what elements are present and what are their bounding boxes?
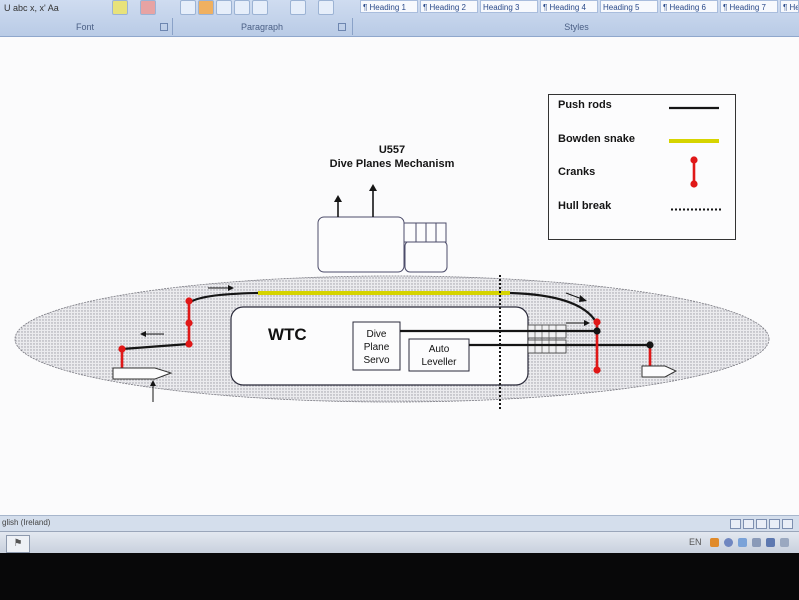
style-heading-4[interactable]: ¶ Heading 4 bbox=[540, 0, 598, 13]
legend-cranks-label: Cranks bbox=[558, 166, 596, 178]
border-icon[interactable] bbox=[290, 0, 306, 15]
tray-app-icon[interactable] bbox=[710, 538, 719, 547]
numbering-icon[interactable] bbox=[216, 0, 232, 15]
styles-group-label: Styles bbox=[564, 22, 589, 32]
font-formatting-tools[interactable]: U abc x, x' Aa bbox=[4, 3, 59, 13]
status-bar: glish (Ireland) bbox=[0, 515, 799, 532]
print-layout-icon[interactable] bbox=[730, 519, 741, 529]
legend-bowden-swatch bbox=[669, 139, 719, 143]
servo-label-line-2: Plane bbox=[364, 342, 390, 353]
tower-rail bbox=[403, 222, 447, 243]
full-screen-icon[interactable] bbox=[743, 519, 754, 529]
power-icon[interactable] bbox=[766, 538, 775, 547]
push-rod-bow bbox=[121, 342, 190, 351]
legend-bowden-snake-label: Bowden snake bbox=[558, 133, 636, 145]
wtc-label: WTC bbox=[268, 325, 307, 344]
arrow-right-top bbox=[228, 285, 234, 291]
style-heading-6[interactable]: ¶ Heading 6 bbox=[660, 0, 718, 13]
legend-push-rods-label: Push rods bbox=[558, 99, 612, 111]
ribbon-separator bbox=[352, 18, 353, 35]
ribbon-separator bbox=[172, 18, 173, 35]
bluetooth-icon[interactable] bbox=[724, 538, 733, 547]
shading-icon[interactable] bbox=[198, 0, 214, 15]
legend-crank-swatch bbox=[690, 156, 698, 188]
auto-leveller-box bbox=[408, 338, 470, 372]
web-layout-icon[interactable] bbox=[756, 519, 767, 529]
paragraph-dialog-launcher-icon[interactable] bbox=[338, 23, 346, 31]
align-right-icon[interactable] bbox=[252, 0, 268, 15]
monitor-bezel bbox=[0, 553, 799, 600]
legend-hull-break-label: Hull break bbox=[558, 200, 612, 212]
legend-hull-break-swatch bbox=[671, 208, 723, 211]
tower-deck bbox=[404, 240, 448, 273]
stern-dive-plane bbox=[641, 365, 678, 378]
bullets-icon[interactable] bbox=[180, 0, 196, 15]
conning-tower bbox=[317, 216, 405, 273]
language-indicator[interactable]: EN bbox=[689, 537, 702, 547]
leveller-label-line-2: Leveller bbox=[421, 357, 457, 368]
servo-label-line-1: Dive bbox=[366, 329, 386, 340]
show-desktop-icon[interactable] bbox=[780, 538, 789, 547]
highlight-color-icon[interactable] bbox=[112, 0, 128, 15]
legend-push-rod-swatch bbox=[669, 106, 719, 110]
document-page[interactable]: WTC Dive Plane Servo Auto Leveller bbox=[0, 37, 799, 515]
ribbon: U abc x, x' Aa ¶ Heading 1 ¶ Heading 2 H… bbox=[0, 0, 799, 37]
arrow-down-rear bbox=[579, 295, 587, 302]
taskbar: ⚑ EN bbox=[0, 531, 799, 554]
start-icon[interactable]: ⚑ bbox=[6, 535, 30, 553]
style-heading-3[interactable]: Heading 3 bbox=[480, 0, 538, 13]
font-color-icon[interactable] bbox=[140, 0, 156, 15]
dive-plane-servo-box bbox=[352, 321, 401, 371]
arrow-up-bow-plane bbox=[150, 380, 156, 386]
network-icon[interactable] bbox=[738, 538, 747, 547]
style-heading-8[interactable]: ¶ He bbox=[780, 0, 799, 13]
diagram-title-line-1: U557 bbox=[379, 144, 405, 156]
bow-dive-plane bbox=[112, 367, 173, 380]
font-group-label: Font bbox=[75, 22, 94, 32]
align-center-icon[interactable] bbox=[234, 0, 250, 15]
style-heading-1[interactable]: ¶ Heading 1 bbox=[360, 0, 418, 13]
servo-label-line-3: Servo bbox=[363, 355, 390, 366]
draft-view-icon[interactable] bbox=[782, 519, 793, 529]
arrow-right-rear bbox=[584, 320, 590, 326]
legend-box: Push rods Bowden snake Cranks Hull break bbox=[548, 94, 736, 240]
status-language[interactable]: glish (Ireland) bbox=[2, 518, 51, 527]
paragraph-group-label: Paragraph bbox=[240, 22, 284, 32]
font-dialog-launcher-icon[interactable] bbox=[160, 23, 168, 31]
diagram-title-line-2: Dive Planes Mechanism bbox=[330, 158, 455, 170]
push-rod-rear-top bbox=[509, 291, 597, 323]
style-heading-5[interactable]: Heading 5 bbox=[600, 0, 658, 13]
gland-lower bbox=[527, 339, 567, 354]
outline-view-icon[interactable] bbox=[769, 519, 780, 529]
style-heading-7[interactable]: ¶ Heading 7 bbox=[720, 0, 778, 13]
volume-icon[interactable] bbox=[752, 538, 761, 547]
leveller-label-line-1: Auto bbox=[429, 344, 450, 355]
style-heading-2[interactable]: ¶ Heading 2 bbox=[420, 0, 478, 13]
dive-planes-diagram: WTC Dive Plane Servo Auto Leveller bbox=[14, 144, 770, 409]
sort-icon[interactable] bbox=[318, 0, 334, 15]
arrow-left-bow bbox=[140, 331, 146, 337]
